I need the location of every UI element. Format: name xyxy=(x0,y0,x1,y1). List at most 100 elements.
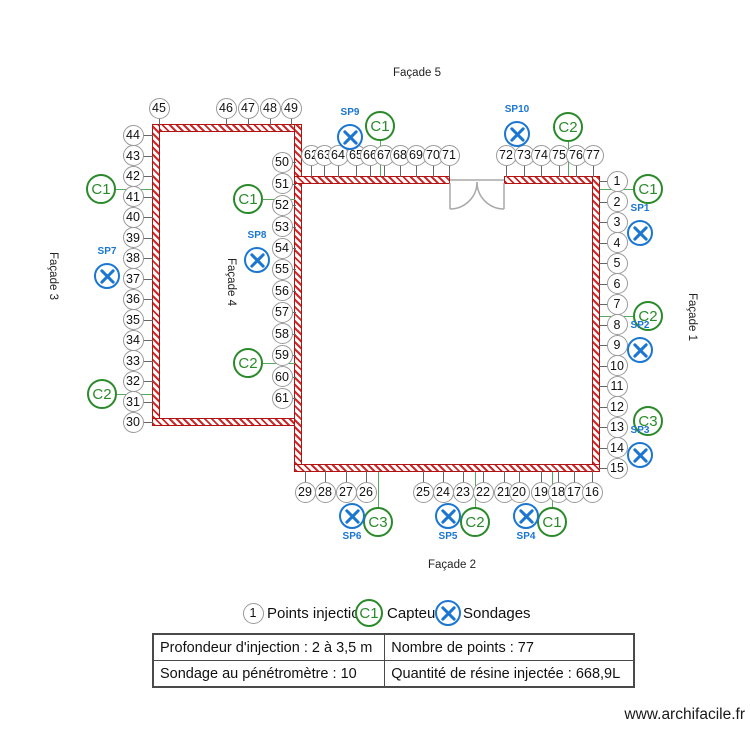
leader-line xyxy=(311,165,312,177)
legend-sondage-symbol xyxy=(435,600,461,626)
leader-line xyxy=(292,205,296,206)
leader-line xyxy=(384,165,385,177)
leader-line xyxy=(504,471,505,482)
leader-line xyxy=(433,165,434,177)
leader-line xyxy=(143,340,153,341)
injection-point-71: 71 xyxy=(438,144,460,166)
leader-line xyxy=(599,304,607,305)
leader-line xyxy=(143,237,153,239)
injection-point-38: 38 xyxy=(122,247,144,269)
wall-facade-5-left xyxy=(294,176,450,184)
leader-line xyxy=(346,471,347,482)
sondage-SP5 xyxy=(435,503,461,529)
leader-line xyxy=(143,319,153,321)
injection-point-58: 58 xyxy=(271,323,293,344)
leader-line xyxy=(292,376,296,378)
injection-point-12: 12 xyxy=(606,396,628,417)
injection-point-41: 41 xyxy=(122,186,144,207)
injection-point-15: 15 xyxy=(606,457,628,479)
leader-line xyxy=(416,165,417,177)
capteur-C2: C2 xyxy=(633,301,663,331)
wall-facade-2 xyxy=(294,464,600,472)
sondage-SP8 xyxy=(244,247,270,273)
leader-line xyxy=(599,386,607,387)
injection-point-40: 40 xyxy=(122,206,144,228)
injection-point-33: 33 xyxy=(122,350,144,371)
leader-line xyxy=(143,155,153,157)
injection-point-19: 19 xyxy=(530,481,552,503)
injection-point-32: 32 xyxy=(122,370,144,392)
leader-line xyxy=(541,165,542,177)
capteur-C1: C1 xyxy=(233,184,263,214)
leader-line xyxy=(599,181,607,182)
injection-point-9: 9 xyxy=(606,334,628,356)
leader-line xyxy=(292,162,296,163)
leader-line xyxy=(292,269,296,270)
leader-line xyxy=(599,468,607,469)
injection-point-7: 7 xyxy=(606,293,628,315)
injection-point-3: 3 xyxy=(606,211,628,233)
leader-line xyxy=(143,401,153,403)
injection-point-77: 77 xyxy=(582,144,604,166)
injection-point-23: 23 xyxy=(452,481,474,503)
leader-line xyxy=(270,118,271,125)
leader-line xyxy=(599,201,607,203)
legend-sondages-label: Sondages xyxy=(463,605,531,622)
leader-line xyxy=(366,471,367,482)
injection-point-14: 14 xyxy=(606,437,628,458)
leader-line xyxy=(574,471,575,482)
injection-point-48: 48 xyxy=(259,97,281,119)
sondage-label-SP5: SP5 xyxy=(438,531,458,542)
sondage-label-SP6: SP6 xyxy=(342,531,362,542)
leader-line xyxy=(143,299,153,300)
capteur-C3: C3 xyxy=(633,406,663,436)
injection-point-72: 72 xyxy=(495,144,517,166)
capteur-C1: C1 xyxy=(633,174,663,204)
leader-line xyxy=(558,471,559,482)
sondage-SP1 xyxy=(627,220,653,246)
injection-point-26: 26 xyxy=(355,481,377,503)
leader-line xyxy=(292,290,296,292)
sondage-label-SP7: SP7 xyxy=(97,246,117,257)
facade-label-4: Façade 4 xyxy=(225,258,237,306)
leader-line xyxy=(599,283,607,285)
facade-label-5: Façade 5 xyxy=(393,67,441,79)
sondage-SP3 xyxy=(627,442,653,468)
leader-line xyxy=(592,471,593,482)
injection-point-8: 8 xyxy=(606,314,628,335)
legend-injection-point-symbol: 1 xyxy=(242,602,264,624)
capteur-C1: C1 xyxy=(365,111,395,141)
wall-top-left-building xyxy=(152,124,302,132)
sondage-label-SP4: SP4 xyxy=(516,531,536,542)
injection-point-55: 55 xyxy=(271,258,293,280)
leader-line xyxy=(483,471,484,482)
leader-line xyxy=(524,165,525,177)
leader-line xyxy=(599,222,607,223)
injection-point-5: 5 xyxy=(606,252,628,274)
injection-point-16: 16 xyxy=(581,481,603,503)
injection-point-56: 56 xyxy=(271,280,293,301)
leader-line xyxy=(143,278,153,280)
injection-point-25: 25 xyxy=(412,481,434,503)
capteur-C1: C1 xyxy=(537,507,567,537)
leader-line xyxy=(559,165,560,177)
capteur-C1: C1 xyxy=(86,174,116,204)
injection-point-70: 70 xyxy=(422,144,444,166)
injection-point-47: 47 xyxy=(237,97,259,119)
injection-point-35: 35 xyxy=(122,309,144,330)
injection-point-10: 10 xyxy=(606,355,628,376)
leader-line xyxy=(541,471,542,482)
info-cell-sondage: Sondage au pénétromètre : 10 xyxy=(152,660,386,688)
leader-line xyxy=(519,471,520,482)
sondage-label-SP10: SP10 xyxy=(504,104,530,115)
leader-line xyxy=(226,118,227,125)
leader-line xyxy=(599,242,607,244)
injection-point-31: 31 xyxy=(122,391,144,412)
leader-line xyxy=(449,165,450,177)
leader-line xyxy=(599,427,607,428)
leader-line xyxy=(292,248,296,249)
leader-line xyxy=(325,471,326,482)
leader-line xyxy=(599,406,607,408)
leader-line xyxy=(338,165,339,177)
info-cell-profondeur: Profondeur d'injection : 2 à 3,5 m xyxy=(152,633,386,661)
